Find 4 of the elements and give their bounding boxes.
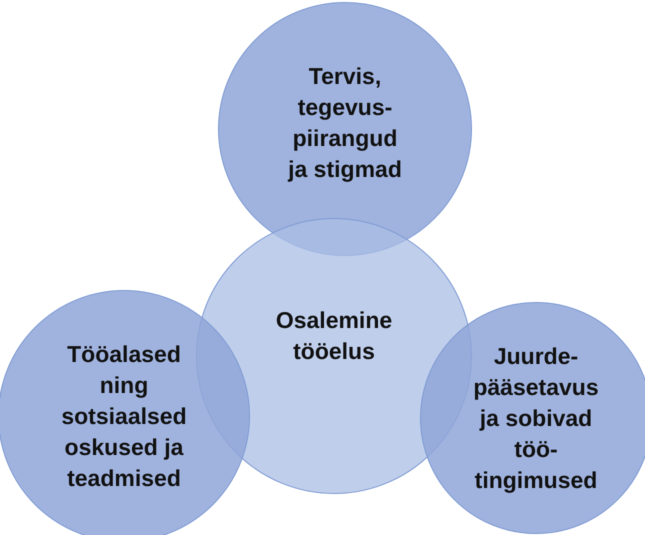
circle-label: Tööalased ning sotsiaalsed oskused ja teadmised bbox=[60, 340, 188, 492]
circle-label: Osalemine tööelus bbox=[274, 306, 394, 366]
circle-label: Tervis, tegevus- piirangud ja stigmad bbox=[286, 62, 403, 184]
circle-label: Juurde- pääsetavus ja sobivad töö- tingimused bbox=[472, 342, 600, 495]
